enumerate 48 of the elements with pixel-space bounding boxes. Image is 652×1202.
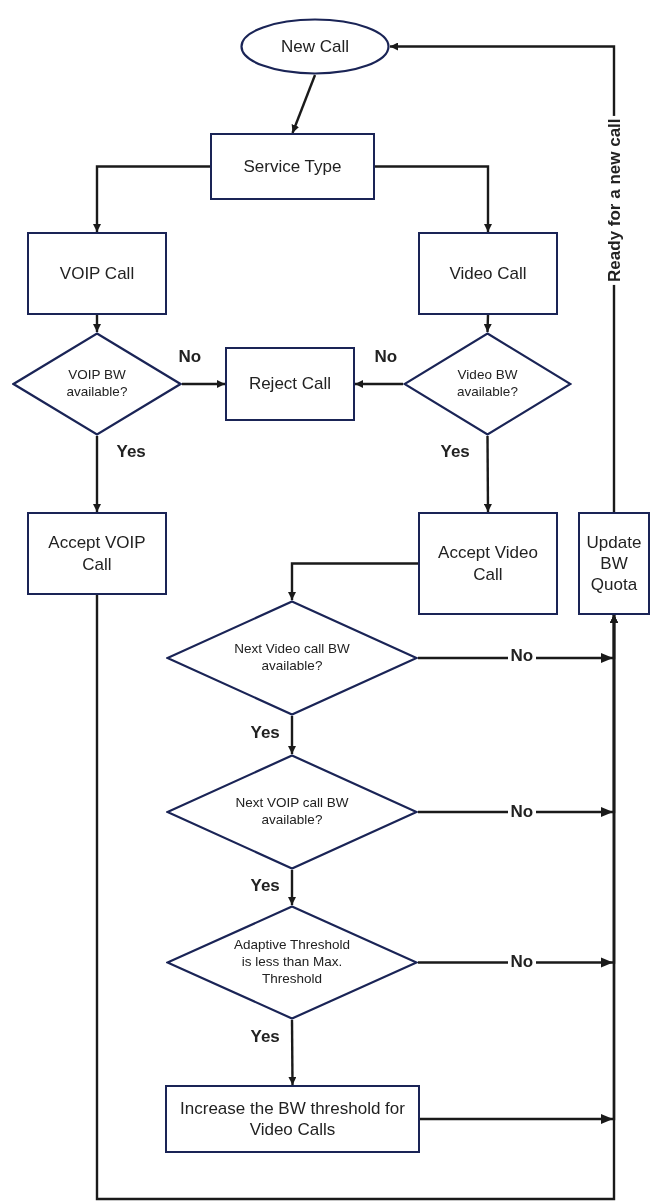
node-label: Video Call (449, 262, 527, 285)
node-label: Update BW Quota (585, 531, 643, 596)
decision-diamond (403, 332, 572, 436)
arrow (288, 716, 296, 754)
node-label: New Call (281, 35, 349, 58)
edge-label: No (373, 347, 399, 368)
arrow (375, 165, 492, 232)
arrow (93, 165, 210, 232)
process-box (165, 1085, 420, 1153)
arrow (288, 562, 418, 600)
arrow (355, 380, 403, 388)
process-box (418, 232, 558, 315)
node-label: Next Video call BW available? (233, 641, 351, 675)
arrow (483, 436, 492, 512)
node-label: Service Type (243, 155, 342, 178)
node-label: Next VOIP call BW available? (234, 795, 350, 829)
arrow (95, 595, 618, 1201)
node-label: Adaptive Threshold is less than Max. Threshold (232, 937, 352, 988)
edge-label: Yes (115, 442, 147, 463)
node-label: Reject Call (248, 373, 332, 395)
process-box (418, 512, 558, 615)
edge-label: No (177, 347, 203, 368)
process-box (225, 347, 355, 421)
process-box (27, 232, 167, 315)
arrow (182, 380, 225, 388)
process-box (27, 512, 167, 595)
edge-label: Yes (249, 876, 281, 897)
arrow (288, 1020, 297, 1085)
process-box (578, 512, 650, 615)
node-label: Accept VOIP Call (47, 532, 147, 575)
node-label: Accept Video Call (437, 542, 539, 585)
node-label: Video BW available? (456, 367, 519, 401)
edge-label: Yes (249, 723, 281, 744)
decision-diamond (166, 600, 418, 716)
node-label: Increase the BW threshold for Video Calls (179, 1097, 406, 1141)
node-label: VOIP Call (59, 262, 135, 285)
edge-label: Yes (249, 1027, 281, 1048)
decision-diamond (166, 905, 418, 1020)
arrow (483, 314, 492, 333)
node-label: VOIP BW available? (65, 367, 129, 401)
edge-label: Yes (439, 442, 471, 463)
arrow (93, 315, 101, 332)
arrow (93, 436, 101, 512)
arrow (288, 870, 296, 905)
start-ellipse (240, 18, 390, 75)
decision-diamond (166, 754, 418, 870)
arrow (291, 74, 317, 134)
process-box (210, 133, 375, 200)
